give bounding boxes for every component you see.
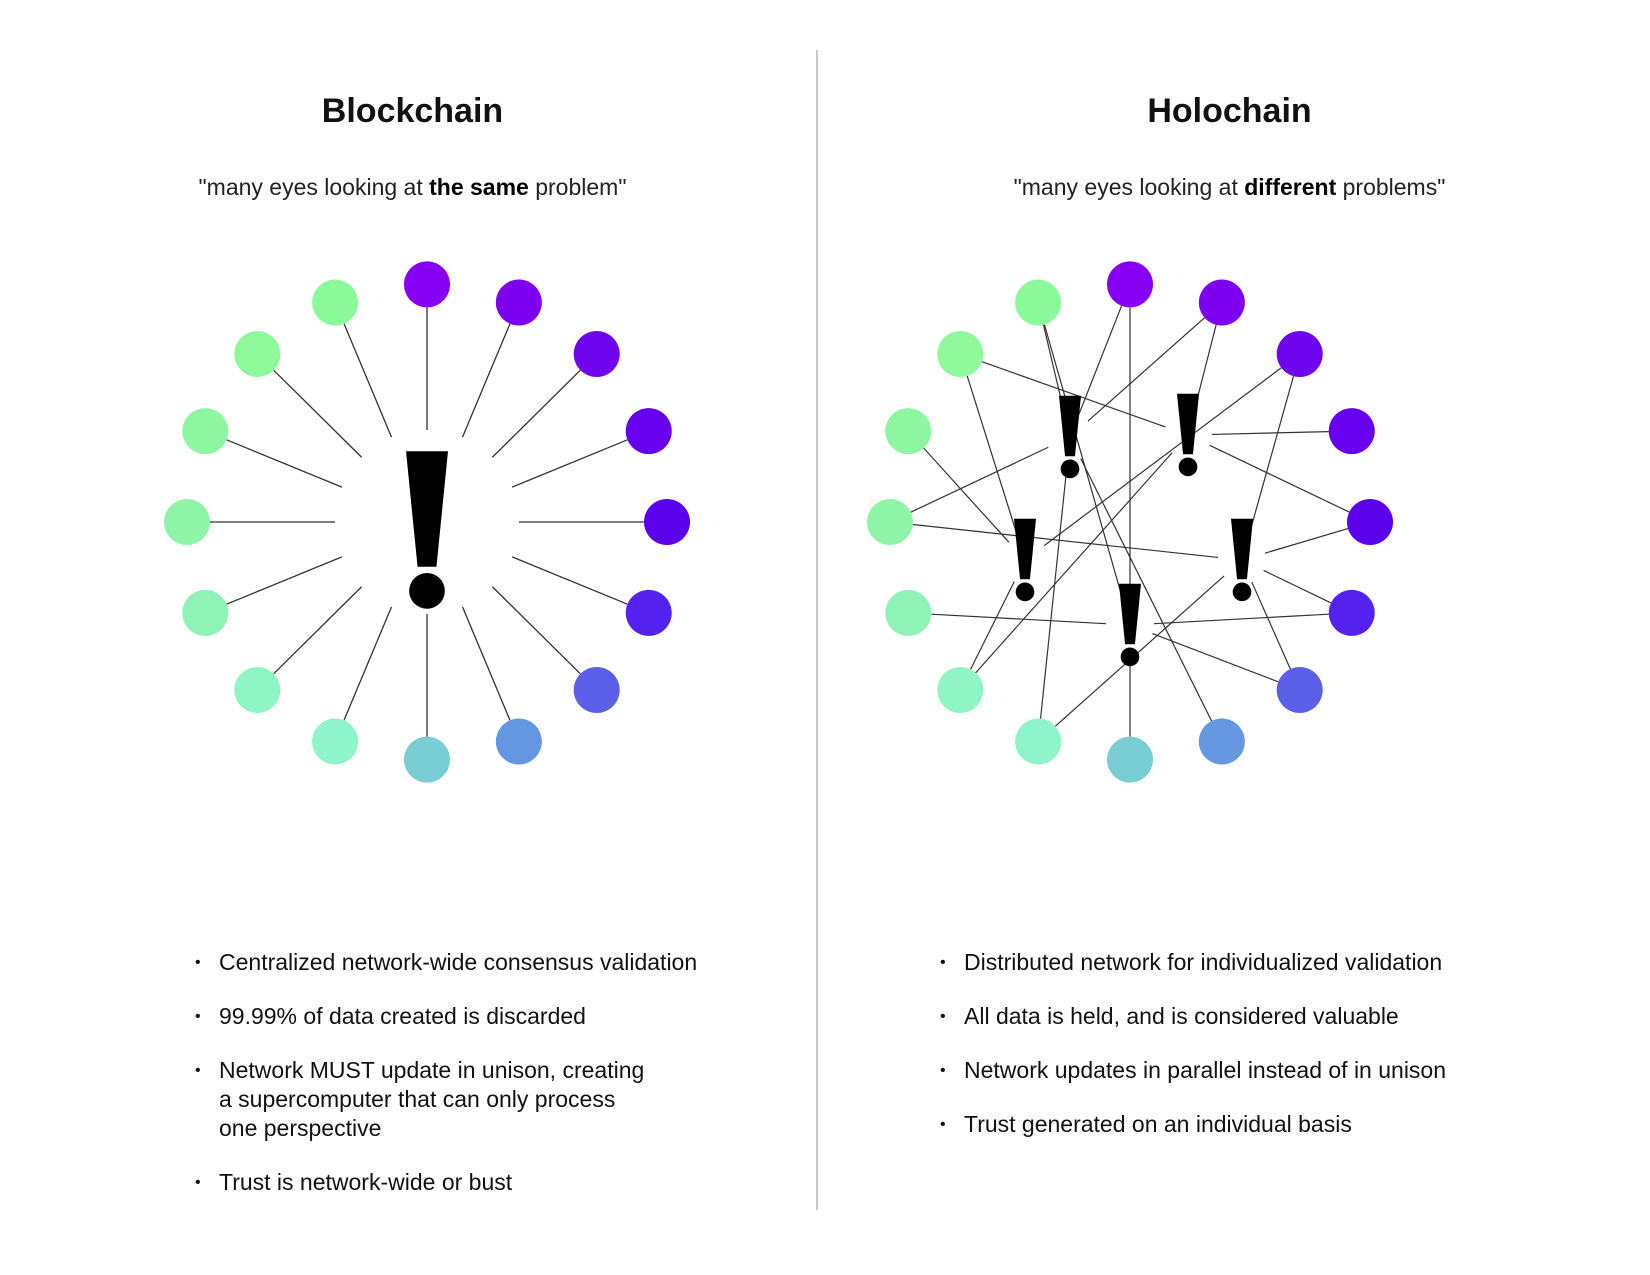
connection-line: [1078, 305, 1123, 415]
bullet-item: Trust generated on an individual basis: [940, 1110, 1560, 1139]
connection-line: [970, 581, 1015, 670]
panel-divider: [816, 50, 818, 1210]
network-node: [644, 499, 690, 545]
bullet-item: Network MUST update in unison, creating …: [195, 1056, 659, 1143]
connection-line: [1087, 317, 1206, 422]
connection-line: [273, 369, 363, 458]
connection-line: [511, 556, 628, 605]
connection-line: [1080, 458, 1213, 722]
subtitle-text: "many eyes looking at: [198, 174, 430, 200]
network-node: [1015, 718, 1062, 765]
subtitle-emphasis: different: [1244, 174, 1337, 200]
network-node: [312, 718, 359, 765]
network-node: [1328, 589, 1375, 636]
network-node: [404, 261, 450, 308]
exclamation-icon: [1177, 393, 1199, 477]
network-node: [1198, 279, 1245, 326]
connection-line: [923, 447, 1010, 543]
bullet-item: Network updates in parallel instead of i…: [940, 1056, 1560, 1085]
bullet-item: 99.99% of data created is discarded: [195, 1002, 755, 1031]
network-node: [1276, 667, 1323, 714]
connection-line: [910, 446, 1049, 513]
connection-line: [1247, 375, 1295, 538]
network-node: [234, 667, 281, 714]
blockchain-subtitle: "many eyes looking at the same problem": [0, 174, 825, 201]
connection-line: [1054, 575, 1225, 727]
exclamation-icon: [1119, 583, 1141, 667]
blockchain-title: Blockchain: [321, 92, 504, 130]
holochain-panel: Holochain "many eyes looking at differen…: [825, 0, 1650, 1275]
connection-line: [1153, 613, 1329, 625]
network-node: [1328, 408, 1375, 455]
connection-line: [461, 323, 511, 438]
connection-line: [273, 586, 363, 675]
bullet-item: Distributed network for individualized v…: [940, 948, 1560, 977]
connection-line: [491, 369, 581, 458]
blockchain-network-diagram: [164, 261, 690, 783]
connection-line: [461, 606, 511, 721]
network-node: [495, 718, 542, 765]
network-node: [1015, 279, 1062, 326]
network-node: [1347, 499, 1393, 545]
connection-line: [1211, 431, 1329, 436]
network-node: [625, 408, 672, 455]
network-node: [573, 667, 620, 714]
network-node: [182, 589, 229, 636]
connection-line: [511, 439, 628, 488]
connection-line: [1263, 569, 1332, 604]
connection-line: [491, 586, 581, 675]
exclamation-icon: [1059, 395, 1081, 479]
connection-line: [1264, 527, 1349, 554]
blockchain-bullet-list: Centralized network-wide consensus valid…: [195, 948, 755, 1222]
network-node: [1198, 718, 1245, 765]
network-node: [625, 589, 672, 636]
connection-line: [226, 439, 343, 488]
connection-line: [966, 375, 1019, 538]
network-node: [1276, 330, 1323, 377]
bullet-item: Centralized network-wide consensus valid…: [195, 948, 755, 977]
network-node: [867, 499, 913, 545]
connection-line: [1043, 367, 1282, 547]
holochain-bullet-list: Distributed network for individualized v…: [940, 948, 1560, 1164]
network-node: [404, 736, 450, 783]
connection-line: [981, 361, 1166, 428]
connection-line: [931, 613, 1107, 625]
network-node: [182, 408, 229, 455]
holochain-network-diagram: [867, 261, 1393, 783]
network-node: [234, 330, 281, 377]
network-node: [937, 330, 984, 377]
connection-line: [1152, 633, 1279, 683]
exclamation-icon: [406, 451, 448, 609]
network-node: [885, 589, 932, 636]
connection-line: [1039, 460, 1069, 719]
connection-line: [1251, 581, 1291, 670]
network-node: [495, 279, 542, 326]
connection-line: [1043, 324, 1125, 603]
network-node: [1107, 261, 1153, 308]
network-node: [937, 667, 984, 714]
connection-line: [975, 452, 1173, 674]
network-node: [312, 279, 359, 326]
network-node: [1107, 736, 1153, 783]
subtitle-text: problem": [528, 174, 627, 200]
subtitle-emphasis: the same: [429, 174, 529, 200]
subtitle-text: problems": [1336, 174, 1446, 200]
connection-line: [343, 606, 393, 721]
bullet-item: Trust is network-wide or bust: [195, 1168, 755, 1197]
connection-line: [343, 323, 393, 438]
exclamation-icon: [1014, 518, 1036, 602]
bullet-item: All data is held, and is considered valu…: [940, 1002, 1560, 1031]
connection-line: [226, 556, 343, 605]
holochain-title: Holochain: [1147, 92, 1312, 130]
blockchain-panel: Blockchain "many eyes looking at the sam…: [0, 0, 825, 1275]
network-node: [573, 330, 620, 377]
network-node: [885, 408, 932, 455]
holochain-subtitle: "many eyes looking at different problems…: [817, 174, 1642, 201]
network-node: [164, 499, 210, 545]
subtitle-text: "many eyes looking at: [1013, 174, 1245, 200]
exclamation-icon: [1231, 518, 1253, 602]
connection-line: [1209, 444, 1350, 513]
connection-line: [912, 523, 1219, 559]
